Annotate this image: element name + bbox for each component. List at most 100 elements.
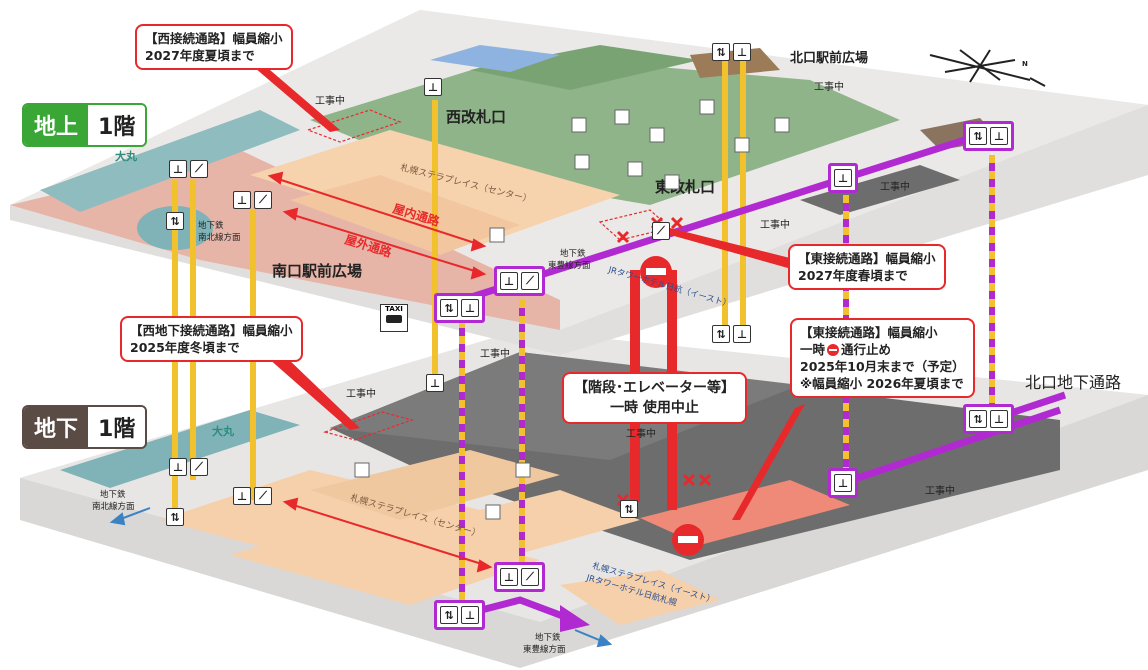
svg-text:地下鉄: 地下鉄: [100, 489, 126, 500]
floor-badge-ground-right: 1階: [88, 105, 146, 145]
svg-text:南北線方面: 南北線方面: [92, 501, 135, 512]
daimaru-top-label: 大丸: [115, 149, 138, 163]
callout-text: 2027年度夏頃まで: [145, 48, 255, 63]
elevator-icon: ⇅: [620, 500, 638, 518]
stairs-icon: ⊥: [233, 191, 251, 209]
escalator-icon: ⟋: [254, 191, 272, 209]
callout-text: 【東接続通路】幅員縮小: [800, 325, 938, 340]
stairs-icon: ⊥: [990, 127, 1008, 145]
facility-group: ⊥⟋: [230, 484, 275, 508]
construction-label: 工事中: [480, 347, 510, 360]
stairs-icon: ⊥: [500, 272, 518, 290]
svg-text:地下鉄: 地下鉄: [560, 248, 586, 259]
compass-label: N: [1022, 60, 1028, 68]
elevator-icon: ⇅: [166, 212, 184, 230]
stairs-icon: ⊥: [733, 325, 751, 343]
construction-label: 工事中: [925, 484, 955, 497]
compass-icon: [929, 49, 1046, 87]
callout-pointers: [255, 68, 805, 520]
construction-label: 工事中: [760, 218, 790, 231]
escalator-icon: ⟋: [521, 272, 539, 290]
facility-group: ⇅⊥: [963, 404, 1014, 434]
stairs-icon: ⊥: [500, 568, 518, 586]
callout-text: ※幅員縮小 2026年夏頃まで: [800, 376, 964, 391]
callout-east-connection-basement: 【東接続通路】幅員縮小 一時通行止め 2025年10月末まで（予定） ※幅員縮小…: [790, 318, 975, 398]
facility-group: ⊥⟋: [494, 562, 545, 592]
callout-text: 【階段･エレベーター等】: [574, 380, 735, 396]
stairs-icon: ⊥: [990, 410, 1008, 428]
elevator-icon: ⇅: [712, 325, 730, 343]
facility-group: ⊥⟋: [494, 266, 545, 296]
stairs-icon: ⊥: [461, 606, 479, 624]
callout-text: 2025年10月末まで（予定）: [800, 359, 965, 374]
callout-text: 【西地下接続通路】幅員縮小: [130, 323, 293, 338]
south-plaza-label: 南口駅前広場: [272, 262, 362, 280]
facility-group: ⊥: [828, 163, 858, 193]
stairs-icon: ⊥: [424, 78, 442, 96]
callout-west-underground: 【西地下接続通路】幅員縮小 2025年度冬頃まで: [120, 316, 303, 362]
taxi-label: TAXI: [385, 305, 403, 313]
subway-nanboku-top-l1: 地下鉄: [198, 220, 224, 231]
svg-text:東豊線方面: 東豊線方面: [548, 260, 591, 271]
escalator-icon: ⟋: [190, 458, 208, 476]
construction-label: 工事中: [626, 427, 656, 440]
construction-label: 工事中: [880, 180, 910, 193]
callout-west-connection: 【西接続通路】幅員縮小 2027年度夏頃まで: [135, 24, 293, 70]
no-entry-icon: [827, 344, 840, 356]
north-plaza-label: 北口駅前広場: [790, 50, 868, 66]
callout-text: 【東接続通路】幅員縮小: [798, 251, 936, 266]
escalator-icon: ⟋: [652, 222, 670, 240]
elevator-icon: ⇅: [969, 410, 987, 428]
stairs-icon: ⊥: [733, 43, 751, 61]
callout-text: 【西接続通路】幅員縮小: [145, 31, 283, 46]
escalator-icon: ⟋: [521, 568, 539, 586]
escalator-icon: ⟋: [190, 160, 208, 178]
west-gate-label: 西改札口: [446, 108, 506, 126]
stairs-icon: ⊥: [426, 374, 444, 392]
floor-badge-basement: 地下 1階: [22, 405, 148, 449]
stairs-icon: ⊥: [461, 299, 479, 317]
elevator-icon: ⇅: [166, 508, 184, 526]
no-entry-signs: [640, 256, 704, 556]
svg-text:東豊線方面: 東豊線方面: [523, 644, 566, 655]
elevator-icon: ⇅: [440, 606, 458, 624]
facility-group: ⇅⊥: [434, 600, 485, 630]
south-plaza-area: [10, 150, 560, 330]
floor-badge-basement-left: 地下: [24, 407, 89, 447]
facility-group: ⇅⊥: [434, 293, 485, 323]
subway-nanboku-top-l2: 南北線方面: [198, 232, 241, 243]
stairs-icon: ⊥: [169, 458, 187, 476]
facility-group: ⊥: [828, 468, 858, 498]
floor-badge-ground-left: 地上: [24, 105, 89, 145]
facility-group: ⊥⟋: [166, 157, 211, 181]
callout-text: 2027年度春頃まで: [798, 268, 908, 283]
facility-group: ⊥⟋: [166, 455, 211, 479]
north-underground-label: 北口地下通路: [1025, 373, 1121, 392]
daimaru-bottom-label: 大丸: [212, 424, 235, 438]
elevator-icon: ⇅: [712, 43, 730, 61]
floor-badge-basement-right: 1階: [88, 407, 146, 447]
callout-east-connection: 【東接続通路】幅員縮小 2027年度春頃まで: [788, 244, 946, 290]
callout-text: 一時 使用中止: [610, 400, 699, 416]
daimaru-basement-building: [60, 410, 300, 488]
elevator-icon: ⇅: [969, 127, 987, 145]
stairs-icon: ⊥: [834, 474, 852, 492]
facility-group: ⇅⊥: [709, 40, 754, 64]
callout-text: 通行止め: [841, 342, 892, 357]
facility-group: ⇅⊥: [709, 322, 754, 346]
construction-label: 工事中: [346, 387, 376, 400]
facility-group: ⊥⟋: [230, 188, 275, 212]
basement-floor: [20, 330, 1148, 668]
floor-badge-ground: 地上 1階: [22, 103, 148, 147]
subway-arrows: [109, 507, 613, 648]
construction-label: 工事中: [315, 94, 345, 107]
callout-stairs-closure: 【階段･エレベーター等】 一時 使用中止: [562, 372, 747, 424]
stairs-icon: ⊥: [169, 160, 187, 178]
escalator-icon: ⟋: [254, 487, 272, 505]
construction-label: 工事中: [814, 80, 844, 93]
east-gate-label: 東改札口: [655, 178, 715, 196]
taxi-icon: TAXI: [380, 304, 408, 332]
callout-text: 一時: [800, 342, 826, 357]
elevator-icon: ⇅: [440, 299, 458, 317]
